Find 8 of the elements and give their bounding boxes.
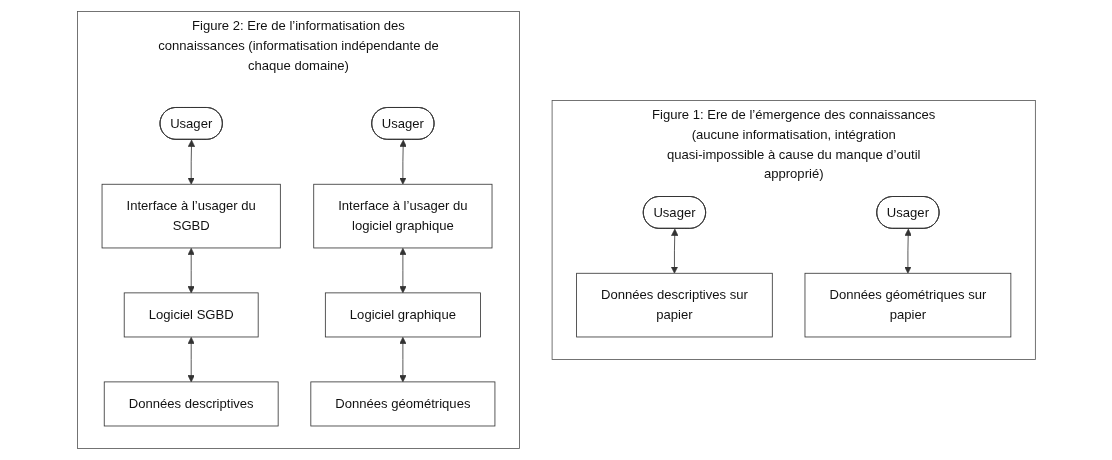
node-box: Données géométriques <box>309 381 495 427</box>
node-box: Logiciel SGBD <box>123 292 259 338</box>
node-box: Données descriptives <box>103 381 279 427</box>
node-box: Données géométriques sur papier <box>804 272 1011 338</box>
node-box: Interface à l’usager du logiciel graphique <box>312 183 492 249</box>
node-box: Données descriptives sur papier <box>575 272 773 338</box>
node-box: Logiciel graphique <box>324 292 481 338</box>
node-box: Interface à l’usager du SGBD <box>101 183 281 249</box>
